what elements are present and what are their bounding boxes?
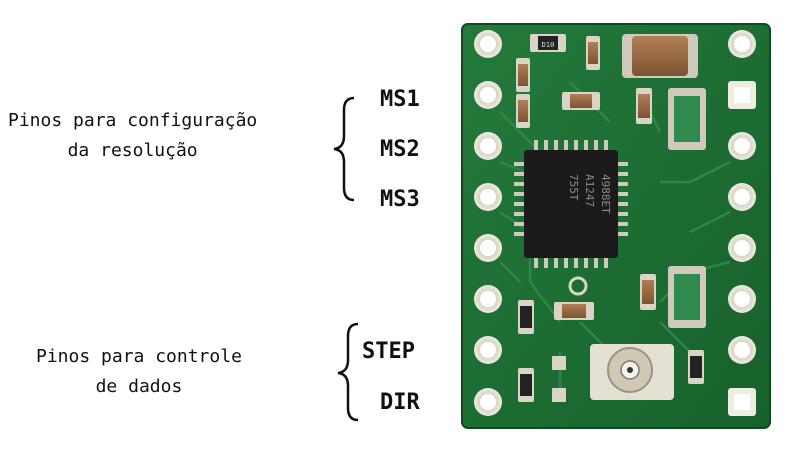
smd-cap-7 [554,302,594,320]
smd-cap-5 [636,88,652,124]
chip-marking-line3: 755T [567,174,580,201]
pin-label-dir: DIR [380,390,420,415]
smd-cap-1 [586,36,600,70]
sense-resistor-bottom [668,266,706,328]
smd-diode-top: D10 [530,34,566,52]
pin-label-ms3: MS3 [380,187,420,212]
smd-cap-4 [516,94,530,128]
via-ring [568,276,588,296]
smd-cap-6 [640,274,656,310]
smd-resistor-c [688,350,704,384]
potentiometer [590,344,674,400]
right-pin-pads [728,30,756,416]
smd-cap-3 [562,92,600,110]
pin-label-step: STEP [362,339,415,364]
data-pins-caption: Pinos para controle de dados [36,342,242,402]
left-pin-pads [474,30,502,416]
smd-resistor-b [518,368,534,402]
resolution-bracket [333,96,355,202]
data-caption-line1: Pinos para controle [36,346,242,367]
driver-chip: 4988ET A1247 755T [514,140,628,268]
chip-marking-line2: A1247 [583,174,596,207]
pin-label-ms1: MS1 [380,87,420,112]
data-caption-line2: de dados [95,376,183,397]
chip-marking-line1: 4988ET [599,174,612,214]
diode-top-marking: D10 [542,41,555,49]
data-bracket [337,322,359,422]
resolution-caption-line2: da resolução [67,140,198,161]
resolution-pins-caption: Pinos para configuração da resolução [8,106,257,166]
small-pads [552,356,566,402]
smd-cap-2 [516,58,530,92]
smd-resistor-a [518,300,534,334]
stepper-driver-board: D10 [461,23,771,429]
pin-label-ms2: MS2 [380,137,420,162]
electrolytic-capacitor [622,34,698,78]
resolution-caption-line1: Pinos para configuração [8,110,258,131]
sense-resistor-top [668,88,706,150]
